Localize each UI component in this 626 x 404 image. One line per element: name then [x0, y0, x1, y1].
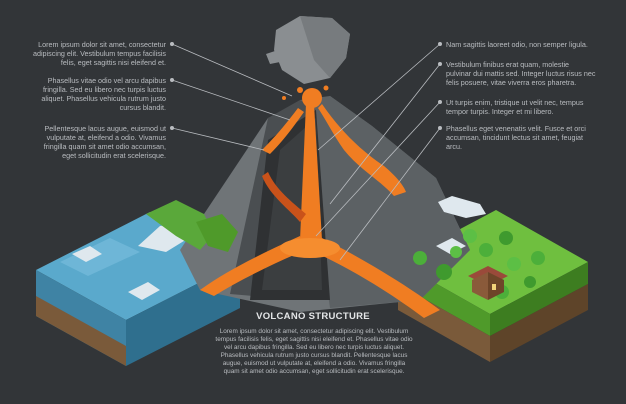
callout-right-1: Nam sagittis laoreet odio, non semper li…: [446, 40, 588, 49]
diagram-description: Lorem ipsum dolor sit amet, consectetur …: [215, 328, 413, 376]
callout-left-1: Lorem ipsum dolor sit amet, consectetur …: [32, 40, 166, 67]
coast-grass: [146, 200, 238, 252]
callout-left-3: Pellentesque lacus augue, euismod ut vul…: [43, 124, 166, 160]
callout-left-2: Phasellus vitae odio vel arcu dapibus fr…: [41, 76, 166, 112]
diagram-title: VOLCANO STRUCTURE: [256, 311, 370, 322]
callout-right-3: Ut turpis enim, tristique ut velit nec, …: [446, 98, 584, 116]
lava-system: [200, 85, 440, 318]
callout-right-2: Vestibulum finibus erat quam, molestie p…: [446, 60, 596, 87]
callout-right-4: Phasellus eget venenatis velit. Fusce et…: [446, 124, 586, 151]
leader-lines: [169, 42, 442, 261]
ash-cloud-icon: [266, 16, 350, 84]
house-icon: [468, 266, 508, 300]
